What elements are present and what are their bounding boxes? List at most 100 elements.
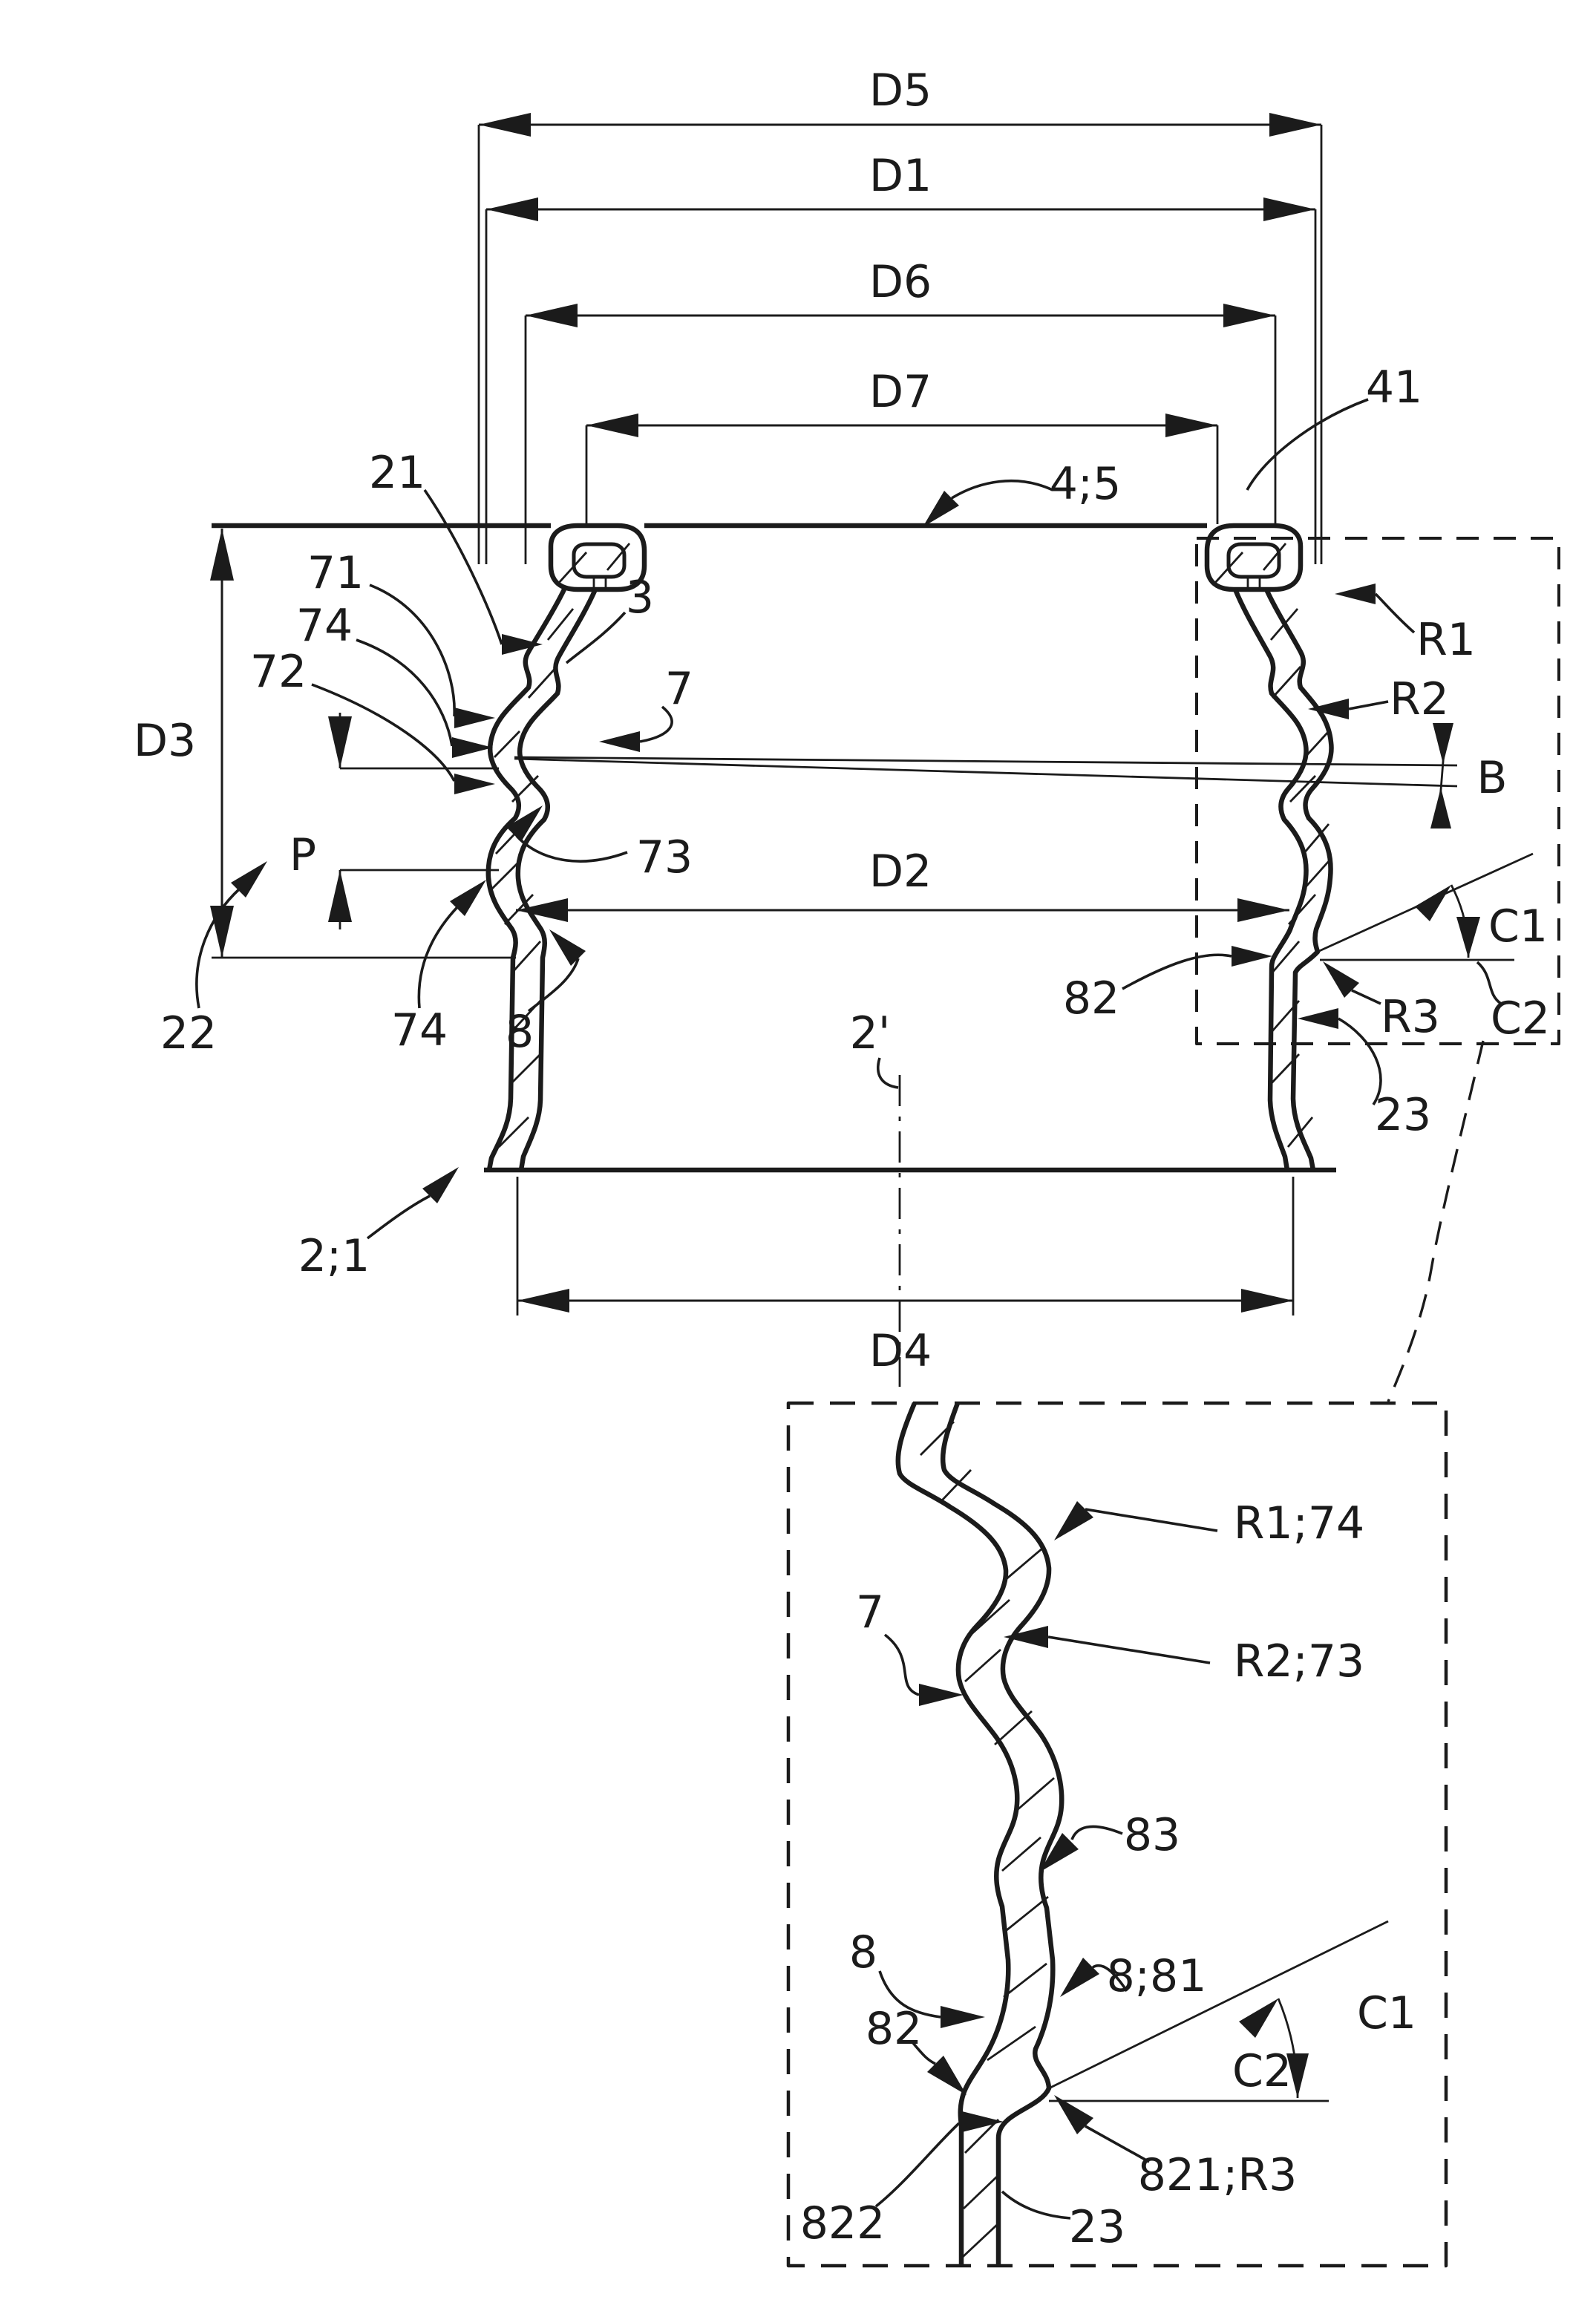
d6-arrow-left-icon: [526, 304, 578, 327]
drawing-segment: [1304, 731, 1330, 758]
drawing-segment: [356, 638, 454, 747]
label-b: B: [1476, 752, 1507, 804]
drawing-segment: [1271, 941, 1301, 973]
c1-c2-main: [1317, 852, 1534, 1005]
label-23: 23: [1375, 1089, 1431, 1141]
leader-8-detail-arrow-icon: [941, 2006, 985, 2028]
drawing-segment: [1213, 552, 1244, 584]
drawing-segment: [962, 2222, 999, 2258]
left-wall-hatching: [491, 608, 575, 1148]
label-d1: D1: [869, 150, 932, 202]
b-arrow-up-icon: [1430, 788, 1451, 828]
leader-821-r3-arrow-icon: [1054, 2095, 1093, 2134]
drawing-segment: [1070, 1825, 1123, 1840]
label-73: 73: [636, 831, 693, 883]
drawing-segment: [592, 577, 607, 589]
drawing-segment: [1374, 592, 1416, 634]
drawing-segment: [1271, 666, 1302, 699]
leader-72-arrow-icon: [454, 774, 495, 794]
label-4-5: 4;5: [1050, 458, 1122, 510]
c2-leader: [1476, 961, 1502, 1005]
label-2-1: 2;1: [298, 1230, 370, 1282]
drawing-segment: [557, 552, 588, 584]
label-21: 21: [369, 447, 425, 499]
drawing-segment: [963, 2174, 999, 2210]
d3-arrow-top-icon: [210, 529, 234, 581]
drawing-segment: [1092, 1964, 1128, 1992]
right-rim-bead: [1204, 523, 1304, 592]
drawing-segment: [1085, 2125, 1150, 2163]
drawing-segment: [527, 958, 580, 1013]
leader-r2-73-arrow-icon: [1004, 1626, 1048, 1648]
label-r1: R1: [1416, 614, 1476, 666]
drawing-segment: [423, 488, 503, 645]
drawing-segment: [493, 731, 521, 758]
label-c2-detail: C2: [1232, 2045, 1292, 2097]
d6-arrow-right-icon: [1223, 304, 1275, 327]
drawing-segment: [964, 1648, 1001, 1683]
p-arrow-up-icon: [328, 870, 352, 922]
leader-74a-arrow-icon: [452, 737, 493, 758]
leader-74b-arrow-icon: [450, 880, 486, 916]
detail-wall-inner-edge: [940, 1402, 1064, 2266]
label-r2-73: R2;73: [1234, 1635, 1364, 1687]
detail-view: R1;74 7 R2;73 83 8 8;81 82 C1 C2 822 821…: [786, 1401, 1448, 2268]
label-2prime: 2': [850, 1007, 891, 1059]
label-d3: D3: [134, 715, 196, 767]
drawing-segment: [987, 2025, 1036, 2062]
label-71: 71: [307, 547, 364, 599]
drawing-segment: [1351, 989, 1381, 1005]
label-7-detail: 7: [856, 1586, 884, 1638]
d7-arrow-left-icon: [586, 414, 638, 437]
d1-arrow-left-icon: [486, 197, 538, 221]
drawing-segment: [1122, 953, 1232, 990]
drawing-segment: [1003, 1546, 1044, 1583]
drawing-segment: [417, 906, 459, 1009]
leader-2-1-arrow-icon: [422, 1167, 459, 1203]
right-wall-inner-edge: [1232, 588, 1309, 1171]
drawing-segment: [878, 1970, 941, 2019]
label-c1: C1: [1488, 901, 1548, 952]
label-41: 41: [1366, 362, 1422, 414]
label-83: 83: [1124, 1809, 1180, 1861]
leader-73-arrow-icon: [506, 805, 543, 842]
b-arrow-down-icon: [1433, 723, 1453, 764]
label-p: P: [290, 829, 316, 881]
label-d7: D7: [869, 366, 932, 418]
drawing-segment: [639, 705, 673, 743]
detail-indicator-box: [1195, 537, 1560, 1045]
label-822: 822: [800, 2197, 886, 2249]
drawing-segment: [1269, 608, 1299, 641]
drawing-segment: [1302, 823, 1330, 854]
label-d6: D6: [869, 256, 932, 308]
left-wall-outer-edge: [485, 588, 566, 1171]
label-r1-74: R1;74: [1234, 1497, 1364, 1549]
detail-c1-slant-line: [1048, 1920, 1389, 2090]
label-3: 3: [626, 572, 654, 624]
drawing-segment: [964, 2119, 999, 2154]
drawing-segment: [195, 887, 241, 1009]
pitch-dimension: [328, 713, 499, 929]
d4-arrow-right-icon: [1241, 1289, 1293, 1313]
leader-822-arrow-icon: [959, 2111, 1004, 2133]
leader-71-arrow-icon: [454, 707, 495, 728]
drawing-segment: [874, 2122, 961, 2208]
drawing-segment: [1286, 1117, 1314, 1148]
main-view: D5 D1 D6 D7 21 41 4;5 3 71 74 72 7 D3 P …: [134, 65, 1560, 1387]
label-8-81: 8;81: [1107, 1950, 1207, 2002]
leader-r1-arrow-icon: [1335, 584, 1376, 604]
leader-r2-arrow-icon: [1308, 699, 1349, 719]
label-d5: D5: [869, 65, 932, 117]
left-rim-bead: [548, 523, 647, 592]
leader-82-arrow-icon: [1232, 946, 1272, 967]
drawing-segment: [1289, 775, 1317, 803]
d2-arrow-right-icon: [1237, 898, 1289, 922]
left-rim-groove: [572, 542, 627, 579]
c1-c2-detail: [1048, 1920, 1389, 2102]
drawing-segment: [1246, 577, 1261, 589]
drawing-segment: [510, 1053, 541, 1085]
drawing-segment: [1006, 1895, 1049, 1932]
right-rim-groove: [1226, 542, 1281, 579]
label-c2: C2: [1491, 993, 1550, 1045]
